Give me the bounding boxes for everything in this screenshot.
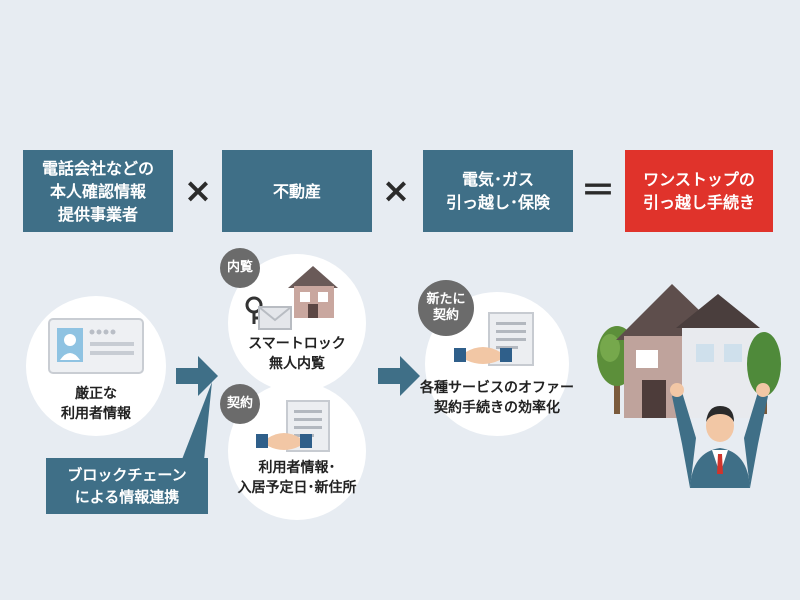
- handshake-icon: [256, 433, 312, 450]
- box-utilities: 電気･ガス 引っ越し･保険: [423, 150, 573, 232]
- viewing-tag: 内覧: [220, 248, 260, 288]
- multiply-operator-1: ×: [183, 171, 213, 211]
- arrow-right-icon: [378, 356, 420, 396]
- id-card-icon: [48, 318, 144, 374]
- contract-tag: 契約: [220, 384, 260, 424]
- arrow-right-icon: [176, 356, 218, 396]
- identity-circle-label: 厳正な 利用者情報: [61, 386, 131, 422]
- person-cheering-icon: [670, 383, 770, 488]
- handshake-icon: [454, 347, 512, 364]
- contract-circle-label: 利用者情報･ 入居予定日･新住所: [237, 460, 357, 496]
- services-circle-label: 各種サービスのオファー 契約手続きの効率化: [420, 380, 574, 416]
- box-identity-providers: 電話会社などの 本人確認情報 提供事業者: [23, 150, 173, 232]
- box-one-stop-moving: ワンストップの 引っ越し手続き: [625, 150, 773, 232]
- services-tag: 新たに 契約: [418, 280, 474, 336]
- viewing-circle-label: スマートロック 無人内覧: [248, 336, 346, 372]
- blockchain-callout: ブロックチェーン による情報連携: [46, 458, 208, 514]
- equals-operator: ＝: [581, 171, 615, 211]
- multiply-operator-2: ×: [381, 171, 411, 211]
- house-icon: [288, 266, 338, 318]
- callout-pointer: [174, 382, 212, 480]
- envelope-icon: [258, 306, 292, 330]
- box-real-estate: 不動産: [222, 150, 372, 232]
